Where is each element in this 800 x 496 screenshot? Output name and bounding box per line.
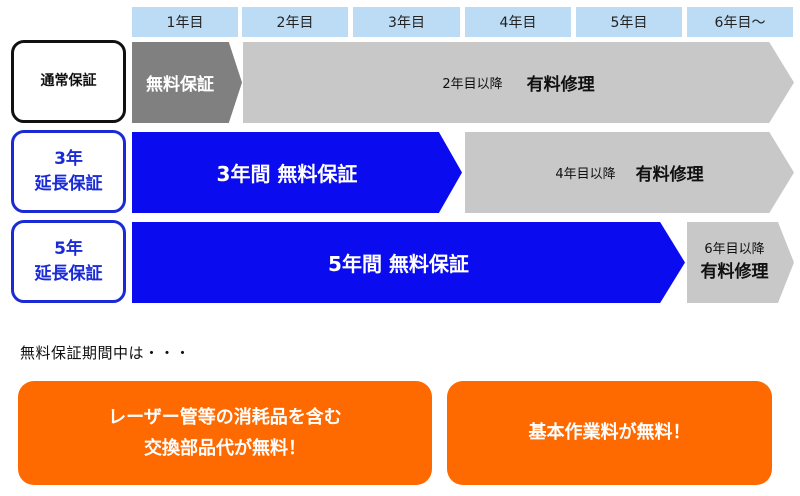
free-warranty-arrow-5yr: 5年間 無料保証 [132,222,685,303]
paid-repair-prefix: 6年目以降 [704,241,765,257]
benefit-line: 交換部品代が無料！ [144,438,306,459]
free-warranty-arrow-standard: 無料保証 [132,42,242,123]
paid-repair-prefix: 2年目以降 [442,77,503,92]
plan-label-line: 延長保証 [34,263,103,284]
free-period-note: 無料保証期間中は・・・ [20,344,191,362]
paid-repair-label: 有料修理 [700,261,769,282]
year-header-5: 5年目 [576,7,682,37]
benefit-labor-free: 基本作業料が無料！ [447,381,772,485]
benefit-parts-free: レーザー管等の消耗品を含む 交換部品代が無料！ [18,381,432,485]
plan-label-standard: 通常保証 [11,40,126,123]
paid-repair-prefix: 4年目以降 [555,167,616,182]
free-warranty-label: 無料保証 [146,75,214,95]
year-header-3: 3年目 [353,7,460,37]
paid-repair-arrow-3yr: 4年目以降 有料修理 [465,132,794,213]
paid-repair-label: 有料修理 [635,165,704,185]
year-header-4: 4年目 [465,7,571,37]
plan-label-3yr-extended: 3年 延長保証 [11,130,126,213]
free-warranty-arrow-3yr: 3年間 無料保証 [132,132,462,213]
plan-label-line: 5年 [54,238,83,259]
benefit-line: レーザー管等の消耗品を含む [108,406,342,428]
plan-label-line: 通常保証 [40,73,97,90]
year-header-1: 1年目 [132,7,238,37]
paid-repair-label: 有料修理 [526,75,595,95]
free-warranty-label: 3年間 無料保証 [216,162,358,186]
plan-label-line: 3年 [54,148,83,169]
year-header-2: 2年目 [242,7,348,37]
paid-repair-arrow-standard: 2年目以降 有料修理 [243,42,794,123]
benefit-line: 基本作業料が無料！ [528,422,691,444]
plan-label-5yr-extended: 5年 延長保証 [11,220,126,303]
plan-label-line: 延長保証 [34,173,103,194]
paid-repair-arrow-5yr: 6年目以降 有料修理 [687,222,794,303]
year-header-6: 6年目～ [687,7,793,37]
free-warranty-label: 5年間 無料保証 [328,252,469,276]
